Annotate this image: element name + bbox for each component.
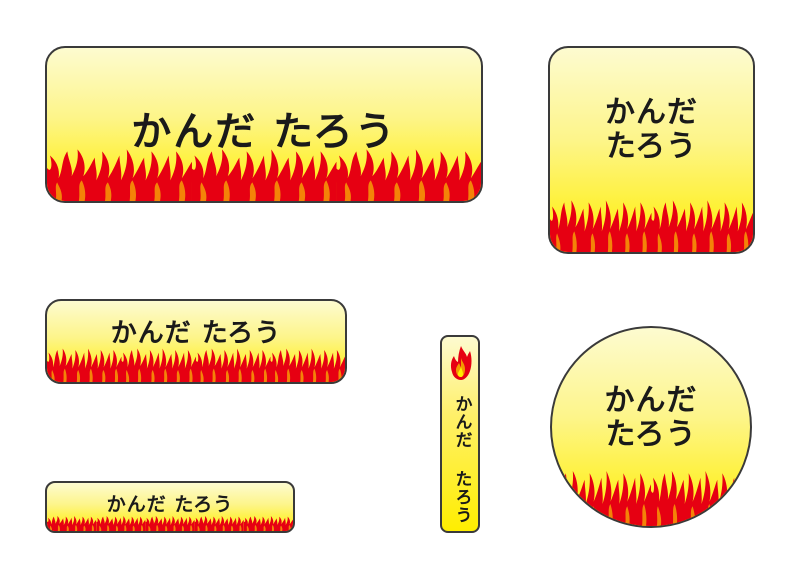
name-label-large: かんだ たろう (45, 46, 483, 203)
label-name-text: かんだ たろう (131, 109, 397, 155)
name-label-round: かんだ たろう (550, 326, 752, 528)
name-label-square: かんだ たろう (548, 46, 755, 254)
label-name-text: かんだ たろう (552, 384, 750, 452)
flame-decoration (47, 348, 345, 382)
name-label-small: かんだ たろう (45, 481, 295, 533)
flame-decoration (552, 471, 750, 526)
flame-icon (450, 346, 472, 380)
label-name-line1: かんだ (604, 383, 698, 418)
label-name-text: かんだ たろう (451, 395, 472, 524)
label-name-text: かんだ たろう (550, 96, 753, 164)
label-name-text: かんだ たろう (106, 493, 234, 516)
flame-decoration (550, 200, 753, 252)
label-name-line2: たろう (605, 129, 698, 164)
name-label-medium: かんだ たろう (45, 299, 347, 384)
flame-decoration (47, 516, 293, 531)
label-name-line1: かんだ (605, 95, 698, 130)
name-label-vertical: かんだ たろう (440, 335, 480, 533)
flame-decoration (47, 149, 481, 201)
label-name-line2: たろう (605, 417, 697, 452)
label-name-text: かんだ たろう (110, 318, 282, 349)
